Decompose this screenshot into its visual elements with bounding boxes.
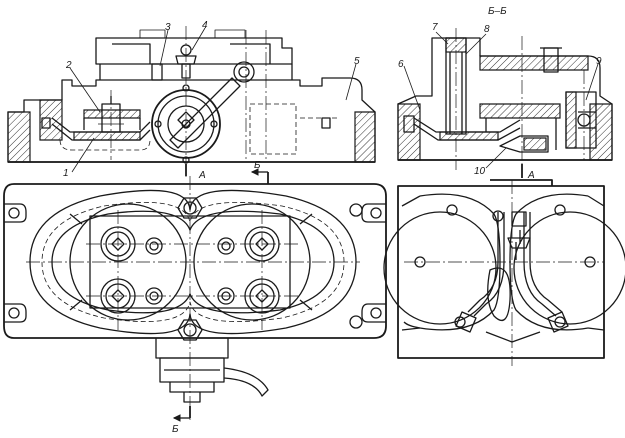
- callout-8: 8: [484, 24, 490, 35]
- view-marker-a-left: А: [198, 170, 206, 181]
- callout-3: 3: [165, 22, 171, 33]
- callout-5: 5: [354, 56, 360, 67]
- view-marker-b-top: Б: [254, 160, 261, 171]
- view-marker-a-right: А: [527, 170, 535, 181]
- view-markers: Б–Б А А Б Б: [172, 6, 535, 435]
- view-marker-b-bottom: Б: [172, 424, 179, 435]
- front-section-view: [7, 26, 376, 180]
- callout-6: 6: [398, 59, 404, 70]
- section-b-b-view: [397, 28, 613, 178]
- plan-view: [3, 168, 387, 422]
- view-a: [383, 179, 625, 366]
- section-title: Б–Б: [488, 6, 507, 17]
- callout-7: 7: [432, 22, 438, 33]
- callout-2: 2: [65, 60, 72, 71]
- callout-10: 10: [474, 166, 486, 177]
- callout-4: 4: [202, 20, 208, 31]
- callout-labels: 1 2 3 4 5 6 7 8 9 10: [63, 20, 602, 179]
- callout-1: 1: [63, 168, 69, 179]
- callout-9: 9: [596, 56, 602, 67]
